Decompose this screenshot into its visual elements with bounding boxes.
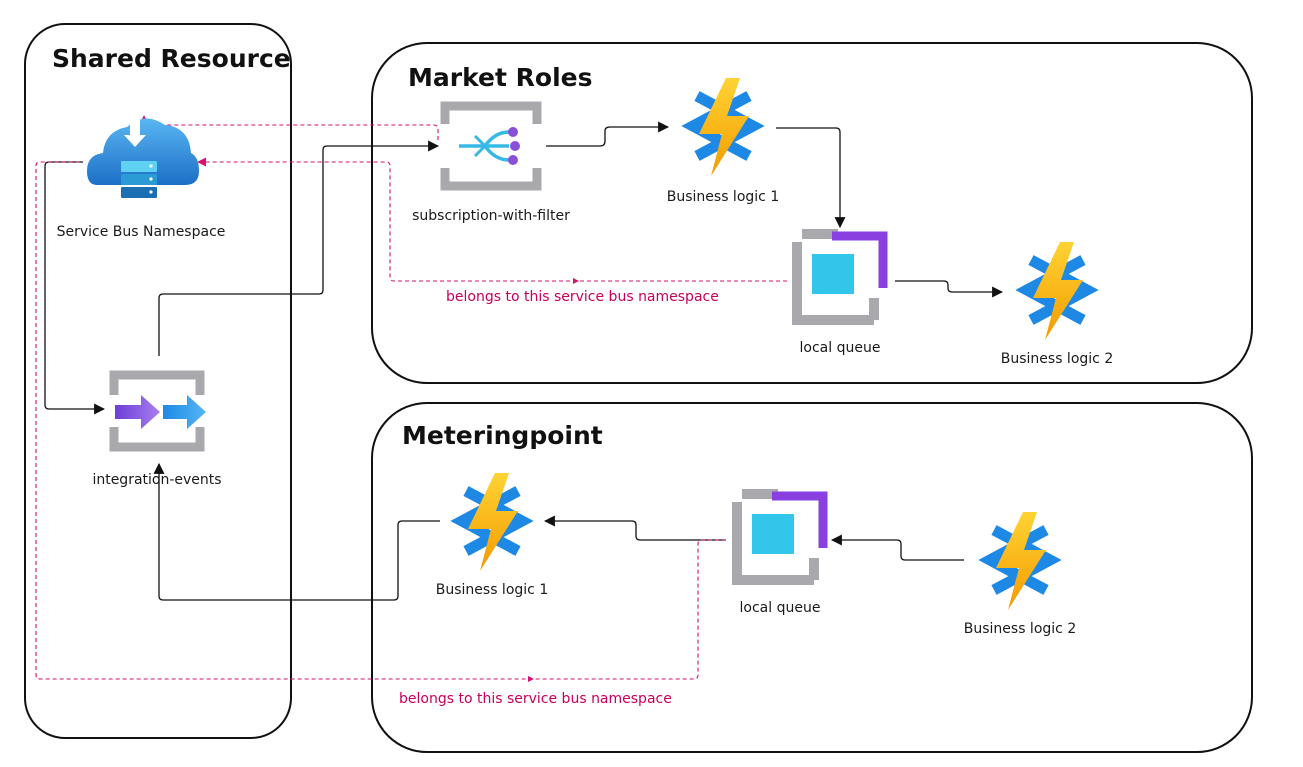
edge-namespace-to-topic [44,161,106,415]
node-label-mr-business-logic-2: Business logic 2 [1001,351,1113,367]
node-label-mr-business-logic-1: Business logic 1 [667,189,779,205]
group-title-market-roles: Market Roles [408,63,592,92]
mr-business-logic-1-node[interactable] [693,78,753,176]
node-label-mp-local-queue: local queue [740,600,821,616]
edge-mr-queue-to-logic2 [895,280,1004,298]
group-market-roles [371,42,1253,384]
mr-local-queue-node[interactable] [797,232,883,320]
mp-business-logic-1-node[interactable] [462,473,522,571]
group-shared-resource [24,23,292,739]
group-title-shared: Shared Resource [52,44,291,73]
edge-mr-logic1-to-queue [776,127,846,229]
integration-events-node[interactable] [109,370,206,452]
node-label-mp-business-logic-2: Business logic 2 [964,621,1076,637]
queue-icon [737,492,823,580]
group-meteringpoint [371,402,1253,753]
subscription-icon [440,101,542,191]
service-bus-namespace-icon [87,118,199,198]
edge-topic-to-subscription [158,140,440,356]
edge-label-market-roles-membership: belongs to this service bus namespace [446,289,719,305]
edge-mp-logic2-to-queue [830,534,964,561]
membership-mp-queue-to-namespace [35,161,726,680]
membership-mr-queue-to-namespace [197,157,787,282]
edge-subscription-to-mr-logic1 [546,121,670,147]
mp-local-queue-node[interactable] [737,492,823,580]
mr-business-logic-2-node[interactable] [1027,242,1087,340]
node-label-integration-events: integration-events [92,472,221,488]
edge-mp-logic1-to-topic [153,462,440,601]
edge-label-meteringpoint-membership: belongs to this service bus namespace [399,691,672,707]
node-label-service-bus-namespace: Service Bus Namespace [57,224,226,240]
membership-marker-mp [528,676,534,682]
subscription-with-filter-node[interactable] [440,101,542,191]
membership-subscription-to-namespace [139,115,439,140]
mp-business-logic-2-node[interactable] [990,512,1050,610]
group-title-meteringpoint: Meteringpoint [402,421,603,450]
function-icon [693,78,753,176]
function-icon [1027,242,1087,340]
edge-mp-queue-to-logic1 [543,515,726,541]
node-label-subscription-with-filter: subscription-with-filter [412,208,570,224]
node-label-mp-business-logic-1: Business logic 1 [436,582,548,598]
service-bus-namespace-node[interactable] [87,118,199,198]
membership-marker-mr [573,278,579,284]
function-icon [462,473,522,571]
queue-icon [797,232,883,320]
node-label-mr-local-queue: local queue [800,340,881,356]
topic-icon [109,370,206,452]
function-icon [990,512,1050,610]
